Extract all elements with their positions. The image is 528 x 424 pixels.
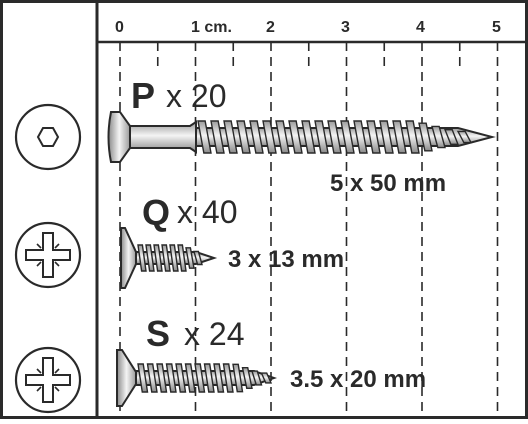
screw-q-letter: Q bbox=[142, 192, 171, 233]
thread-crest bbox=[260, 372, 273, 384]
screw-q-quantity: x 40 bbox=[177, 194, 238, 230]
ruler-label-3: 3 bbox=[341, 19, 350, 36]
thread-crest bbox=[392, 120, 407, 154]
thread-crest bbox=[137, 244, 147, 272]
thread-crest bbox=[431, 125, 446, 149]
thread-crest bbox=[236, 120, 251, 154]
thread-crest bbox=[327, 120, 342, 154]
screw-q-size: 3 x 13 mm bbox=[228, 246, 345, 273]
thread-crest bbox=[443, 128, 460, 146]
screw-p-letter: P bbox=[131, 75, 156, 116]
thread-crest bbox=[161, 244, 171, 272]
thread-crest bbox=[137, 363, 149, 393]
thread-crest bbox=[193, 250, 203, 266]
thread-crest bbox=[194, 363, 206, 393]
screw-p-drawing bbox=[107, 111, 496, 163]
thread-crest bbox=[249, 120, 264, 154]
screw-p-quantity: x 20 bbox=[166, 78, 227, 114]
ruler-label-0: 0 bbox=[115, 19, 124, 36]
thread-crest bbox=[275, 120, 290, 154]
thread-crest bbox=[353, 120, 368, 154]
thread-crest bbox=[175, 363, 187, 393]
thread-crest bbox=[456, 130, 473, 144]
screw-s-drawing bbox=[116, 349, 278, 407]
thread-crest bbox=[222, 363, 234, 393]
screw-p-size: 5 x 50 mm bbox=[330, 170, 447, 197]
ruler-label-4: 4 bbox=[416, 19, 425, 36]
thread-crest bbox=[379, 120, 394, 154]
pozidriv-head-icon bbox=[14, 346, 82, 414]
hex-socket-head-icon bbox=[14, 103, 82, 171]
thread-crest bbox=[241, 367, 253, 389]
thread-crest bbox=[177, 244, 187, 272]
ruler-label-5: 5 bbox=[492, 19, 501, 36]
thread-crest bbox=[169, 244, 179, 272]
thread-crest bbox=[156, 363, 168, 393]
thread-crest bbox=[184, 363, 196, 393]
thread-crest bbox=[197, 120, 212, 154]
screw-s-quantity: x 24 bbox=[184, 316, 245, 352]
thread-crest bbox=[203, 363, 215, 393]
pozidriv-head-icon bbox=[14, 221, 82, 289]
thread-crest bbox=[146, 363, 158, 393]
thread-crest bbox=[405, 120, 420, 154]
thread-crest bbox=[262, 120, 277, 154]
thread-crest bbox=[340, 120, 355, 154]
thread-crest bbox=[418, 122, 433, 152]
thread-crest bbox=[251, 370, 263, 386]
ruler-label-1cm: 1 cm. bbox=[191, 19, 232, 36]
thread-crest bbox=[366, 120, 381, 154]
thread-crest bbox=[301, 120, 316, 154]
thread-crest bbox=[232, 363, 244, 393]
thread-crest bbox=[314, 120, 329, 154]
screw-q-drawing bbox=[120, 227, 218, 289]
screw-s-letter: S bbox=[146, 313, 171, 354]
thread-crest bbox=[288, 120, 303, 154]
thread-crest bbox=[153, 244, 163, 272]
thread-crest bbox=[185, 247, 195, 269]
thread-crest bbox=[210, 120, 225, 154]
thread-crest bbox=[165, 363, 177, 393]
thread-crest bbox=[145, 244, 155, 272]
thread-crest bbox=[223, 120, 238, 154]
thread-crest bbox=[213, 363, 225, 393]
ruler-label-2: 2 bbox=[266, 19, 275, 36]
screw-s-size: 3.5 x 20 mm bbox=[290, 366, 427, 393]
